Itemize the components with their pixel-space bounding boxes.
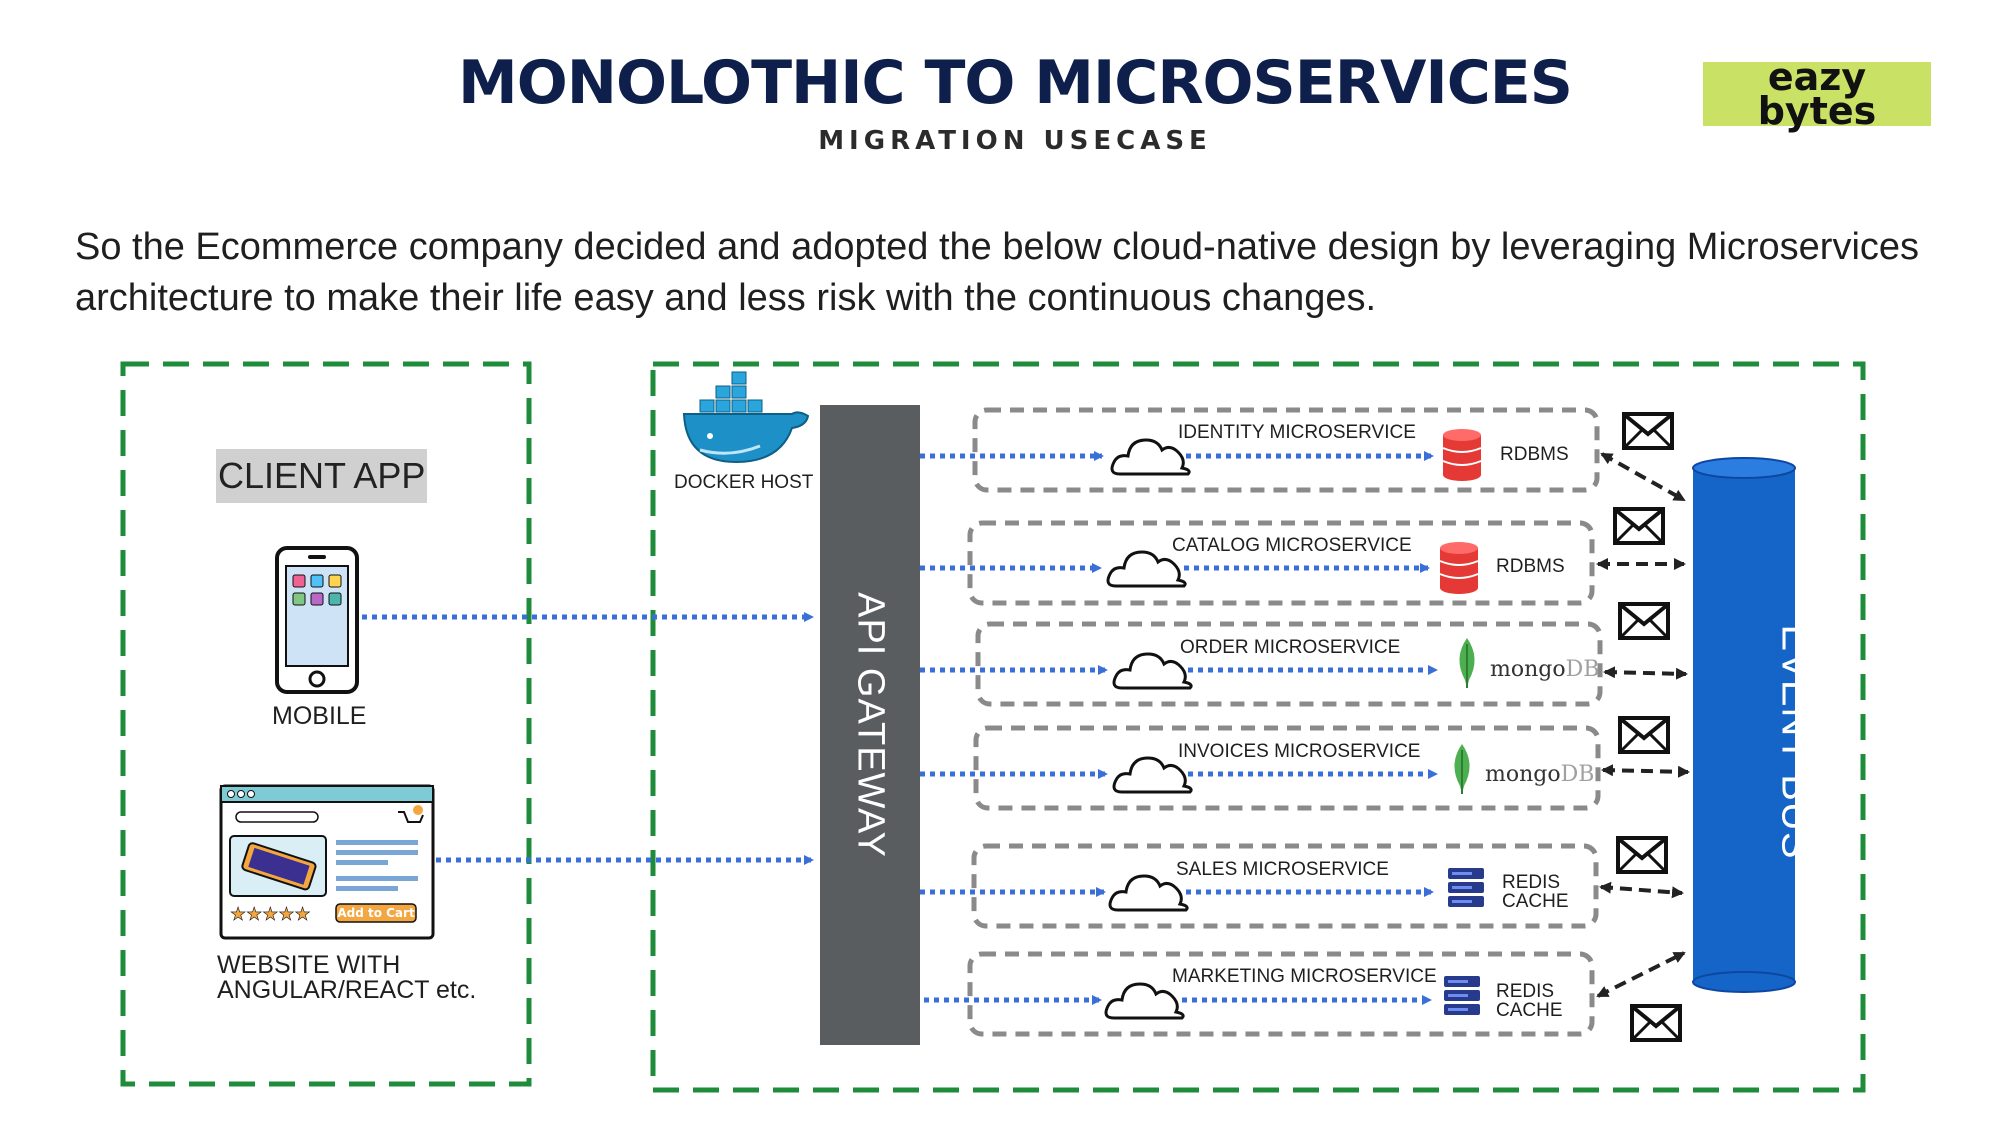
datastore-line-2: CACHE xyxy=(1502,891,1569,912)
service-row-invoices xyxy=(920,716,1690,811)
docker-whale-icon xyxy=(682,371,810,464)
browser-window-icon: ★★★★★ xyxy=(219,784,435,940)
datastore-label-identity: RDBMS xyxy=(1500,444,1569,465)
client-app-title: CLIENT APP xyxy=(216,449,428,503)
intro-paragraph: So the Ecommerce company decided and ado… xyxy=(75,226,1920,319)
datastore-line-1: REDIS xyxy=(1502,872,1561,893)
datastore-label-invoices: mongoDB xyxy=(1485,762,1594,787)
service-row-identity xyxy=(920,407,1686,502)
server-stack-icon xyxy=(1448,868,1484,907)
service-title-catalog: CATALOG MICROSERVICE xyxy=(1172,535,1412,556)
mobile-label: MOBILE xyxy=(272,702,367,730)
envelope-icon xyxy=(1630,1004,1682,1042)
service-title-sales: SALES MICROSERVICE xyxy=(1176,859,1389,880)
mongo-text: mongo xyxy=(1485,762,1561,787)
client-boundary xyxy=(120,361,532,1087)
mongo-db-text: DB xyxy=(1565,657,1600,682)
datastore-label-sales: REDIS CACHE xyxy=(1502,873,1569,911)
mobile-phone-icon xyxy=(275,546,359,694)
envelope-icon xyxy=(1618,602,1670,640)
service-title-order: ORDER MICROSERVICE xyxy=(1180,637,1401,658)
service-row-order xyxy=(920,602,1688,707)
cloud-icon xyxy=(1104,982,1185,1020)
page-subtitle: MIGRATION USECASE xyxy=(818,126,1212,156)
cloud-icon xyxy=(1106,550,1187,588)
datastore-line-1: REDIS xyxy=(1496,981,1555,1002)
docker-host-label: DOCKER HOST xyxy=(674,472,814,493)
svg-text:★★★★★: ★★★★★ xyxy=(230,904,311,925)
datastore-label-order: mongoDB xyxy=(1490,657,1599,682)
datastore-label-marketing: REDIS CACHE xyxy=(1496,982,1563,1020)
service-title-invoices: INVOICES MICROSERVICE xyxy=(1178,741,1421,762)
cloud-icon xyxy=(1108,874,1189,912)
service-title-identity: IDENTITY MICROSERVICE xyxy=(1178,422,1416,443)
mongo-db-text: DB xyxy=(1560,762,1595,787)
server-boundary xyxy=(650,361,1866,1093)
database-cylinder-icon xyxy=(1439,541,1479,595)
add-to-cart-label: Add to Cart xyxy=(337,906,415,920)
api-gateway: API GATEWAY xyxy=(820,405,920,1045)
event-bus-label: EVENT BUS xyxy=(1773,624,1818,860)
logo-line-1: eazy xyxy=(1767,55,1867,99)
envelope-icon xyxy=(1616,836,1668,874)
cloud-icon xyxy=(1112,756,1193,794)
event-bus xyxy=(1692,457,1796,993)
page-title: MONOLOTHIC TO MICROSERVICES xyxy=(458,48,1573,118)
mongodb-leaf-icon xyxy=(1453,743,1471,795)
datastore-label-catalog: RDBMS xyxy=(1496,556,1565,577)
envelope-icon xyxy=(1618,716,1670,754)
database-cylinder-icon xyxy=(1442,428,1482,482)
service-row-catalog xyxy=(920,507,1686,606)
datastore-line-2: CACHE xyxy=(1496,1000,1563,1021)
service-title-marketing: MARKETING MICROSERVICE xyxy=(1172,966,1437,987)
envelope-icon xyxy=(1622,412,1674,450)
mongo-text: mongo xyxy=(1490,657,1566,682)
api-gateway-label: API GATEWAY xyxy=(849,592,892,858)
service-row-marketing xyxy=(914,951,1686,1042)
mongodb-leaf-icon xyxy=(1458,637,1476,689)
logo-line-2: bytes xyxy=(1757,89,1877,133)
cloud-icon xyxy=(1112,652,1193,690)
service-row-sales xyxy=(920,836,1684,929)
website-label-line-2: ANGULAR/REACT etc. xyxy=(217,976,477,1004)
server-stack-icon xyxy=(1444,976,1480,1015)
website-label-line-1: WEBSITE WITH xyxy=(217,951,401,979)
cloud-icon xyxy=(1110,438,1191,476)
brand-logo: eazy bytes xyxy=(1703,58,1931,130)
envelope-icon xyxy=(1613,507,1665,545)
